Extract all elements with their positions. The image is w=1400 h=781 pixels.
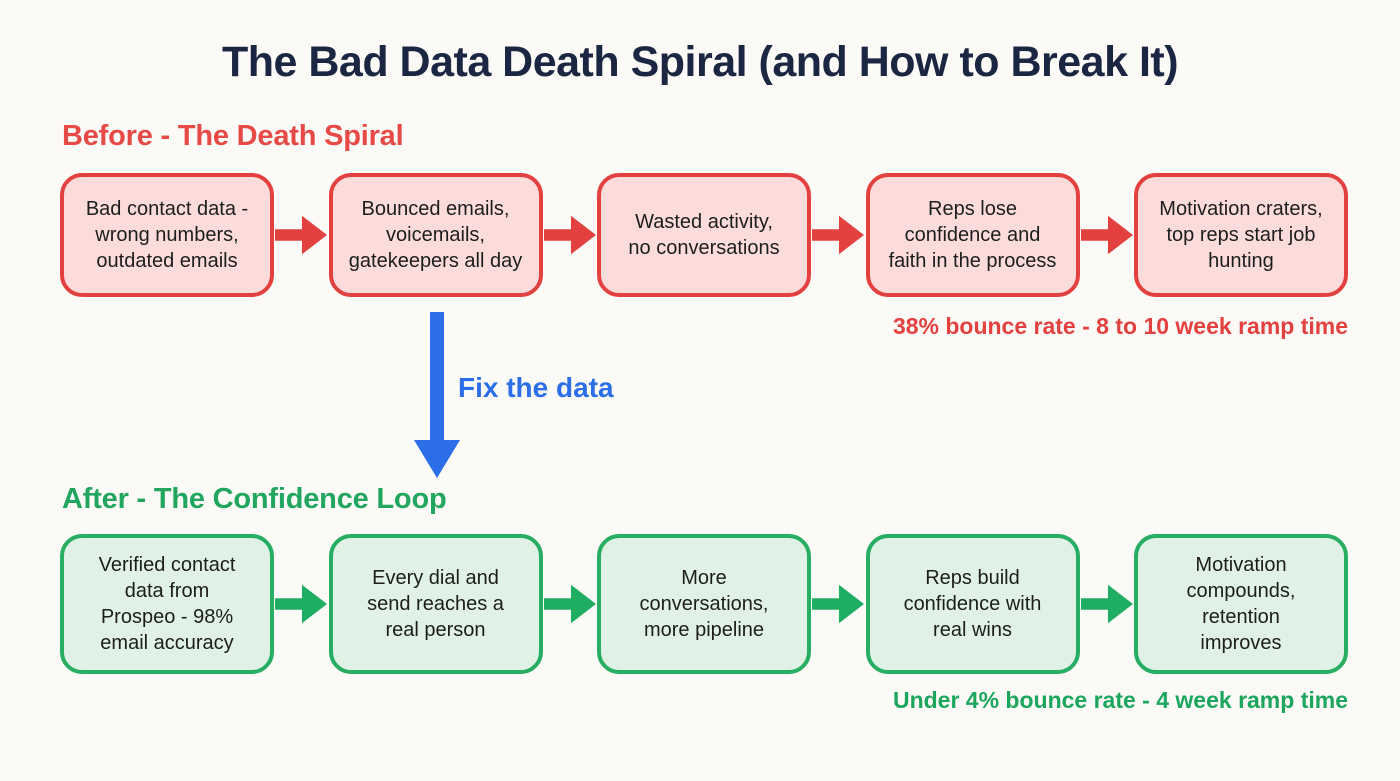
after-step-3-label: More conversations, more pipeline	[639, 567, 769, 641]
after-step-1-label: Verified contact data from Prospeo - 98%…	[98, 554, 236, 654]
before-step-1-label: Bad contact data - wrong numbers, outdat…	[85, 198, 249, 272]
flow-arrow-icon	[543, 213, 598, 257]
before-step-1: Bad contact data - wrong numbers, outdat…	[60, 173, 274, 297]
page-title: The Bad Data Death Spiral (and How to Br…	[221, 38, 1179, 86]
after-stat-caption: Under 4% bounce rate - 4 week ramp time	[892, 687, 1348, 713]
before-step-3: Wasted activity, no conversations	[597, 173, 811, 297]
before-flow-row: Bad contact data - wrong numbers, outdat…	[60, 173, 1348, 297]
flow-arrow-icon	[811, 582, 866, 626]
after-step-1: Verified contact data from Prospeo - 98%…	[60, 534, 274, 674]
after-step-5-label: Motivation compounds, retention improves	[1186, 554, 1296, 654]
before-step-5: Motivation craters, top reps start job h…	[1134, 173, 1348, 297]
after-section-heading: After - The Confidence Loop	[62, 483, 447, 515]
flow-arrow-icon	[543, 582, 598, 626]
before-section-heading: Before - The Death Spiral	[62, 120, 404, 152]
flow-arrow-icon	[1080, 213, 1135, 257]
after-step-2: Every dial and send reaches a real perso…	[328, 534, 543, 674]
after-step-5: Motivation compounds, retention improves	[1134, 534, 1348, 674]
before-step-2: Bounced emails, voicemails, gatekeepers …	[328, 173, 543, 297]
before-step-2-label: Bounced emails, voicemails, gatekeepers …	[348, 198, 523, 272]
after-step-4: Reps build confidence with real wins	[865, 534, 1080, 674]
flow-arrow-icon	[1080, 582, 1135, 626]
flow-arrow-icon	[274, 582, 329, 626]
before-step-5-label: Motivation craters, top reps start job h…	[1159, 198, 1323, 272]
fix-the-data-label: Fix the data	[458, 372, 614, 403]
after-flow-row: Verified contact data from Prospeo - 98%…	[60, 534, 1348, 674]
after-step-3: More conversations, more pipeline	[597, 534, 811, 674]
before-step-4-label: Reps lose confidence and faith in the pr…	[888, 198, 1057, 272]
before-step-3-label: Wasted activity, no conversations	[628, 211, 780, 259]
before-step-4: Reps lose confidence and faith in the pr…	[865, 173, 1080, 297]
before-stat-caption: 38% bounce rate - 8 to 10 week ramp time	[892, 313, 1348, 339]
flow-arrow-icon	[811, 213, 866, 257]
after-step-2-label: Every dial and send reaches a real perso…	[367, 567, 504, 641]
fix-arrow-down-icon	[410, 312, 464, 480]
flow-arrow-icon	[274, 213, 329, 257]
after-step-4-label: Reps build confidence with real wins	[903, 567, 1042, 641]
